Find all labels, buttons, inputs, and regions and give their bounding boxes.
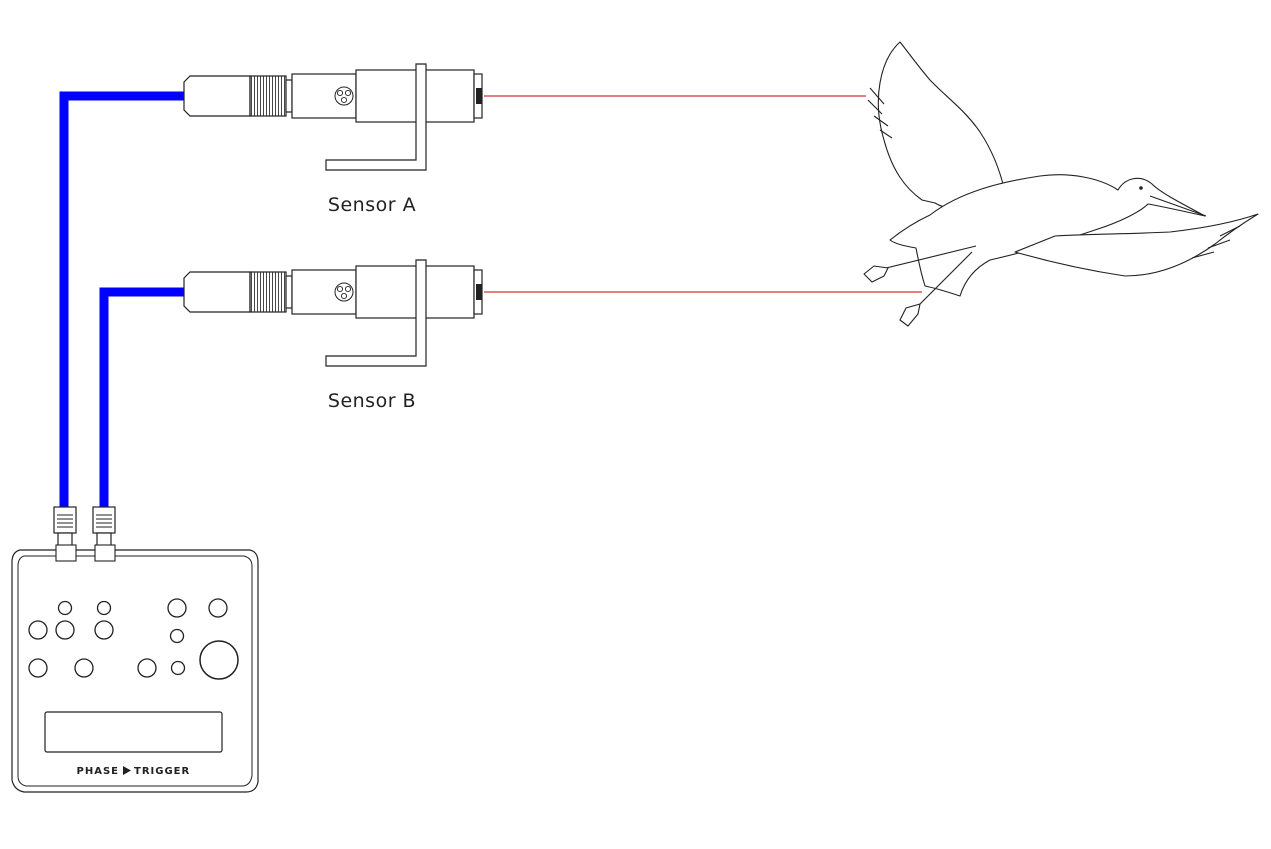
cable-a bbox=[59, 91, 184, 508]
laser-sensor-icon bbox=[183, 63, 483, 171]
flying-bird-icon bbox=[863, 41, 1259, 327]
cable-plug-a bbox=[53, 506, 77, 548]
button-cluster bbox=[28, 598, 239, 680]
play-icon bbox=[123, 766, 131, 775]
port-b bbox=[94, 544, 116, 562]
sensor-b: Sensor B bbox=[183, 259, 483, 412]
trigger-box-icon: PHASE TRIGGER bbox=[11, 544, 259, 793]
sensor-b-label: Sensor B bbox=[328, 390, 416, 412]
brand-left: PHASE bbox=[77, 766, 119, 777]
brand-right: TRIGGER bbox=[134, 766, 190, 777]
laser-sensor-icon bbox=[183, 259, 483, 367]
cable-plug-b bbox=[92, 506, 116, 548]
cable-b bbox=[99, 287, 184, 508]
lcd-display bbox=[44, 711, 223, 753]
sensor-a: Sensor A bbox=[183, 63, 483, 216]
port-a bbox=[55, 544, 77, 562]
sensor-a-label: Sensor A bbox=[328, 194, 416, 216]
